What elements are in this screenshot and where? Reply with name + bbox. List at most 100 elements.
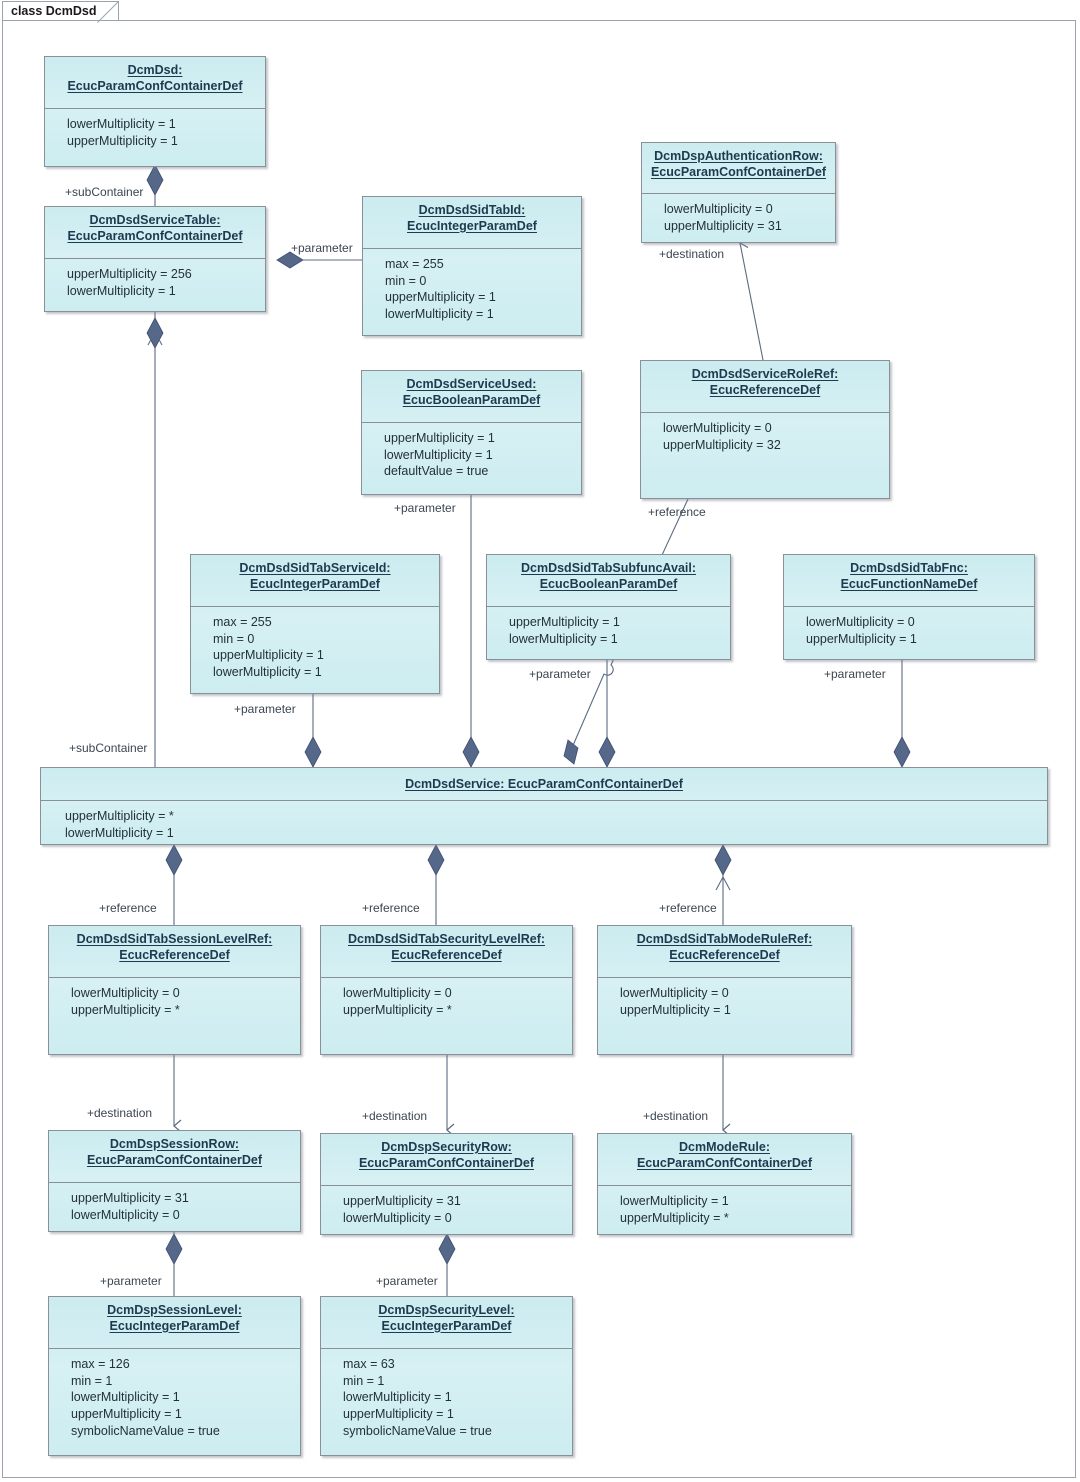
role-label-parameter-securitylevel: +parameter	[376, 1274, 438, 1288]
attribute: defaultValue = true	[384, 464, 489, 479]
class-attributes: max = 63 min = 1 lowerMultiplicity = 1 u…	[321, 1349, 572, 1445]
class-name: DcmDsdServiceUsed:	[406, 377, 537, 391]
attribute: upperMultiplicity = 1	[620, 1002, 731, 1017]
attribute: upperMultiplicity = 1	[67, 133, 178, 148]
attribute: lowerMultiplicity = 0	[620, 986, 729, 1000]
class-name: DcmDspSecurityLevel:	[378, 1303, 515, 1317]
class-header: DcmDsdSidTabFnc: EcucFunctionNameDef	[784, 555, 1034, 607]
attribute: upperMultiplicity = 31	[343, 1194, 461, 1208]
attribute: upperMultiplicity = 1	[213, 648, 324, 663]
role-label-reference-moderule: +reference	[659, 901, 717, 915]
attribute: min = 0	[385, 273, 427, 288]
class-stereotype: EcucBooleanParamDef	[402, 392, 541, 407]
attribute: lowerMultiplicity = 0	[343, 1210, 452, 1225]
attribute: lowerMultiplicity = 1	[67, 117, 176, 131]
attribute: symbolicNameValue = true	[71, 1423, 220, 1438]
class-attributes: max = 255 min = 0 upperMultiplicity = 1 …	[363, 249, 581, 329]
class-box-dcmdspsessionrow[interactable]: DcmDspSessionRow: EcucParamConfContainer…	[48, 1130, 301, 1232]
class-box-dcmdspsessionlevel[interactable]: DcmDspSessionLevel: EcucIntegerParamDef …	[48, 1296, 301, 1456]
class-attributes: lowerMultiplicity = 0 upperMultiplicity …	[49, 978, 300, 1024]
class-header: DcmDsdService: EcucParamConfContainerDef	[41, 768, 1047, 801]
attribute: upperMultiplicity = 1	[509, 615, 620, 629]
class-stereotype: EcucParamConfContainerDef	[636, 1155, 813, 1170]
class-attributes: max = 126 min = 1 lowerMultiplicity = 1 …	[49, 1349, 300, 1445]
attribute: lowerMultiplicity = 1	[509, 631, 618, 646]
class-header: DcmDspSecurityRow: EcucParamConfContaine…	[321, 1134, 572, 1186]
class-box-dcmmoderule[interactable]: DcmModeRule: EcucParamConfContainerDef l…	[597, 1133, 852, 1235]
class-stereotype: EcucParamConfContainerDef	[67, 228, 243, 243]
attribute: lowerMultiplicity = 0	[664, 202, 773, 216]
class-name: DcmDsdSidTabSessionLevelRef:	[76, 932, 273, 946]
class-box-dcmdsdsidtabserviceid[interactable]: DcmDsdSidTabServiceId: EcucIntegerParamD…	[190, 554, 440, 694]
class-attributes: upperMultiplicity = 31 lowerMultiplicity…	[49, 1183, 300, 1229]
class-box-dcmdsdservicetable[interactable]: DcmDsdServiceTable: EcucParamConfContain…	[44, 206, 266, 312]
class-box-dcmdsdsidtabsecuritylevelref[interactable]: DcmDsdSidTabSecurityLevelRef: EcucRefere…	[320, 925, 573, 1055]
class-name: DcmDsdSidTabServiceId:	[239, 561, 391, 575]
class-box-dcmdsdservicerolerf[interactable]: DcmDsdServiceRoleRef: EcucReferenceDef l…	[640, 360, 890, 499]
role-label-subcontainer-dcmdsd: +subContainer	[65, 185, 144, 199]
attribute: min = 0	[213, 631, 255, 646]
class-box-dcmdsdsidtabsubfuncavail[interactable]: DcmDsdSidTabSubfuncAvail: EcucBooleanPar…	[486, 554, 731, 660]
class-header: DcmDsdSidTabSessionLevelRef: EcucReferen…	[49, 926, 300, 978]
class-name: DcmModeRule:	[679, 1140, 770, 1154]
attribute: lowerMultiplicity = 1	[385, 306, 494, 321]
class-header: DcmDspSecurityLevel: EcucIntegerParamDef	[321, 1297, 572, 1349]
class-name: DcmDsdSidTabId:	[418, 203, 526, 217]
class-name: DcmDsdServiceRoleRef:	[691, 367, 839, 381]
class-box-dcmdsdsidtabsessionlevelref[interactable]: DcmDsdSidTabSessionLevelRef: EcucReferen…	[48, 925, 301, 1055]
class-box-dcmdsdserviceused[interactable]: DcmDsdServiceUsed: EcucBooleanParamDef u…	[361, 370, 582, 495]
attribute: upperMultiplicity = 31	[71, 1191, 189, 1205]
class-box-dcmdspsecuritylevel[interactable]: DcmDspSecurityLevel: EcucIntegerParamDef…	[320, 1296, 573, 1456]
class-header: DcmModeRule: EcucParamConfContainerDef	[598, 1134, 851, 1186]
class-box-dcmdsdservice[interactable]: DcmDsdService: EcucParamConfContainerDef…	[40, 767, 1048, 845]
class-attributes: lowerMultiplicity = 0 upperMultiplicity …	[641, 413, 889, 459]
role-label-reference-rolerf: +reference	[648, 505, 706, 519]
class-box-dcmdsdsidtabid[interactable]: DcmDsdSidTabId: EcucIntegerParamDef max …	[362, 196, 582, 336]
class-box-dcmdsdsidtabfnc[interactable]: DcmDsdSidTabFnc: EcucFunctionNameDef low…	[783, 554, 1035, 660]
attribute: lowerMultiplicity = 1	[384, 447, 493, 462]
diagram-title-tab: class DcmDsd	[2, 1, 120, 23]
diagram-frame-top-edge	[112, 20, 1076, 21]
class-header: DcmDsdServiceTable: EcucParamConfContain…	[45, 207, 265, 259]
class-box-dcmdspsecurityrow[interactable]: DcmDspSecurityRow: EcucParamConfContaine…	[320, 1133, 573, 1235]
class-attributes: lowerMultiplicity = 0 upperMultiplicity …	[642, 194, 835, 240]
class-name: DcmDsd:	[127, 63, 183, 77]
class-header: DcmDspSessionRow: EcucParamConfContainer…	[49, 1131, 300, 1183]
class-box-dcmdsdsidtabmoderuleref[interactable]: DcmDsdSidTabModeRuleRef: EcucReferenceDe…	[597, 925, 852, 1055]
diagram-title: class DcmDsd	[11, 4, 97, 18]
class-stereotype: EcucParamConfContainerDef	[86, 1152, 263, 1167]
class-attributes: max = 255 min = 0 upperMultiplicity = 1 …	[191, 607, 439, 687]
attribute: upperMultiplicity = 31	[664, 218, 782, 233]
attribute: lowerMultiplicity = 0	[806, 615, 915, 629]
class-attributes: upperMultiplicity = * lowerMultiplicity …	[41, 801, 1047, 847]
class-stereotype: EcucBooleanParamDef	[539, 576, 678, 591]
class-name: DcmDsdService: EcucParamConfContainerDef	[405, 777, 683, 791]
class-header: DcmDsdServiceUsed: EcucBooleanParamDef	[362, 371, 581, 423]
attribute: lowerMultiplicity = 0	[71, 986, 180, 1000]
class-attributes: lowerMultiplicity = 0 upperMultiplicity …	[321, 978, 572, 1024]
class-name: DcmDsdSidTabSubfuncAvail:	[520, 561, 697, 575]
role-label-reference-session: +reference	[99, 901, 157, 915]
class-name: DcmDspSecurityRow:	[381, 1140, 512, 1154]
class-name: DcmDspAuthenticationRow:	[654, 149, 823, 163]
role-label-reference-security: +reference	[362, 901, 420, 915]
attribute: max = 255	[385, 257, 444, 271]
class-attributes: upperMultiplicity = 31 lowerMultiplicity…	[321, 1186, 572, 1232]
attribute: upperMultiplicity = 1	[384, 431, 495, 445]
class-box-dcmdsd[interactable]: DcmDsd: EcucParamConfContainerDef lowerM…	[44, 56, 266, 167]
role-label-destination-sessionrow: +destination	[87, 1106, 153, 1120]
attribute: lowerMultiplicity = 1	[71, 1390, 180, 1405]
class-stereotype: EcucIntegerParamDef	[407, 218, 537, 233]
class-attributes: lowerMultiplicity = 0 upperMultiplicity …	[784, 607, 1034, 653]
attribute: symbolicNameValue = true	[343, 1423, 492, 1438]
class-box-dcmdspauthenticationrow[interactable]: DcmDspAuthenticationRow: EcucParamConfCo…	[641, 142, 836, 243]
attribute: min = 1	[343, 1373, 385, 1388]
class-header: DcmDsdSidTabSubfuncAvail: EcucBooleanPar…	[487, 555, 730, 607]
class-header: DcmDsdSidTabServiceId: EcucIntegerParamD…	[191, 555, 439, 607]
attribute: max = 63	[343, 1357, 395, 1371]
role-label-subcontainer-servicetable: +subContainer	[69, 741, 148, 755]
attribute: upperMultiplicity = 1	[806, 631, 917, 646]
class-stereotype: EcucReferenceDef	[669, 947, 780, 962]
role-label-parameter-sessionlevel: +parameter	[100, 1274, 162, 1288]
